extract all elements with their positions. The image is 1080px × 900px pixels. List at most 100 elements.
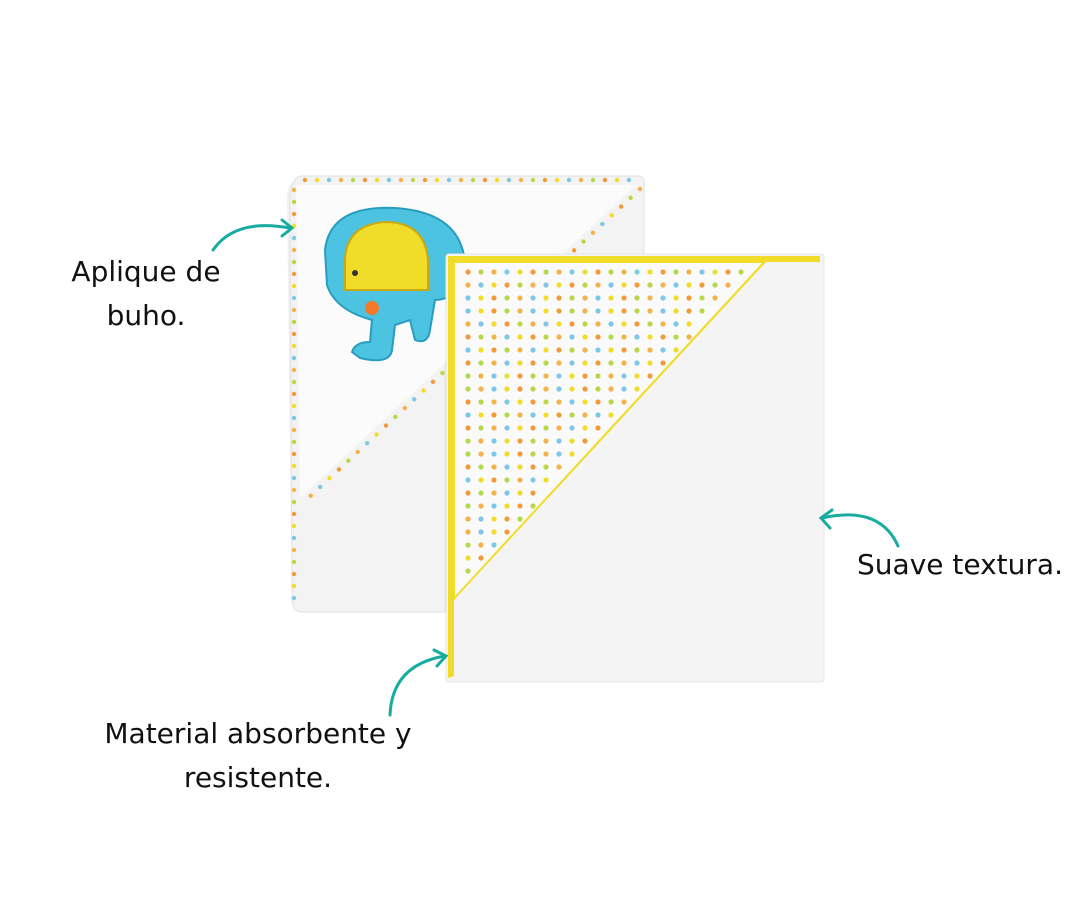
- polka-dot: [491, 321, 497, 327]
- polka-dot: [543, 386, 549, 392]
- trim-dot: [350, 177, 356, 183]
- polka-dot: [491, 282, 497, 288]
- polka-dot: [621, 334, 627, 340]
- polka-dot: [491, 477, 497, 483]
- polka-dot: [465, 347, 471, 353]
- polka-dot: [556, 425, 562, 431]
- polka-dot: [595, 412, 601, 418]
- polka-dot: [530, 269, 536, 275]
- polka-dot: [478, 399, 484, 405]
- polka-dot: [569, 308, 575, 314]
- polka-dot: [712, 282, 718, 288]
- polka-dot: [608, 334, 614, 340]
- trim-dot: [291, 319, 297, 325]
- trim-dot: [291, 547, 297, 553]
- polka-dot: [673, 269, 679, 275]
- trim-dot: [410, 177, 416, 183]
- polka-dot: [504, 373, 510, 379]
- polka-dot: [582, 360, 588, 366]
- polka-dot: [504, 425, 510, 431]
- polka-dot: [491, 360, 497, 366]
- polka-dot: [465, 529, 471, 535]
- trim-dot: [327, 476, 332, 481]
- trim-dot: [317, 484, 323, 490]
- polka-dot: [517, 295, 523, 301]
- annotation-applique: Aplique de buho.: [46, 250, 246, 338]
- annotation-material: Material absorbente y resistente.: [68, 712, 448, 800]
- polka-dot: [660, 347, 666, 353]
- trim-dot: [374, 177, 380, 183]
- polka-dot: [569, 438, 575, 444]
- polka-dot: [517, 477, 523, 483]
- trim-dot: [402, 405, 407, 411]
- trim-dot: [421, 388, 426, 393]
- polka-dot: [504, 477, 510, 483]
- polka-dot: [660, 334, 666, 340]
- polka-dot: [543, 282, 549, 288]
- polka-dot: [465, 425, 471, 431]
- polka-dot: [556, 334, 562, 340]
- polka-dot: [543, 373, 549, 379]
- polka-dot: [556, 451, 562, 457]
- polka-dot: [647, 295, 653, 301]
- polka-dot: [608, 308, 614, 314]
- polka-dot: [556, 347, 562, 353]
- polka-dot: [478, 529, 484, 535]
- annotation-texture: Suave textura.: [840, 543, 1080, 587]
- polka-dot: [517, 399, 523, 405]
- polka-dot: [465, 282, 471, 288]
- polka-dot: [569, 386, 575, 392]
- polka-dot: [595, 386, 601, 392]
- polka-dot: [517, 347, 523, 353]
- polka-dot: [491, 425, 497, 431]
- polka-dot: [608, 295, 614, 301]
- polka-dot: [465, 555, 471, 561]
- trim-dot: [291, 343, 297, 349]
- trim-dot: [566, 177, 572, 183]
- trim-dot: [302, 177, 308, 183]
- polka-dot: [660, 295, 666, 301]
- trim-dot: [355, 449, 360, 455]
- polka-dot: [595, 360, 601, 366]
- polka-dot: [699, 282, 705, 288]
- polka-dot: [634, 308, 640, 314]
- polka-dot: [621, 360, 627, 366]
- polka-dot: [530, 308, 536, 314]
- polka-dot: [530, 373, 536, 379]
- polka-dot: [517, 516, 523, 522]
- polka-dot: [491, 464, 497, 470]
- elephant-applique: [323, 206, 478, 362]
- polka-dot: [608, 373, 614, 379]
- polka-dot: [478, 373, 484, 379]
- polka-dot: [686, 295, 692, 301]
- trim-dot: [422, 177, 428, 183]
- polka-dot: [465, 269, 471, 275]
- polka-dot: [504, 321, 510, 327]
- trim-dot: [291, 367, 297, 373]
- trim-dot: [614, 177, 620, 183]
- trim-dot: [291, 475, 297, 481]
- trim-dot: [291, 499, 297, 505]
- trim-dot: [291, 535, 297, 541]
- polka-dot: [582, 295, 588, 301]
- polka-dot: [504, 399, 510, 405]
- trim-dot: [482, 177, 488, 183]
- polka-dot: [491, 516, 497, 522]
- polka-dot: [530, 360, 536, 366]
- polka-dot: [686, 308, 692, 314]
- polka-dot: [556, 399, 562, 405]
- polka-dot: [504, 308, 510, 314]
- polka-dot: [465, 542, 471, 548]
- polka-dot: [595, 425, 601, 431]
- trim-dot: [628, 195, 633, 200]
- polka-dot: [478, 295, 484, 301]
- polka-dot: [556, 438, 562, 444]
- polka-dot: [478, 321, 484, 327]
- polka-dot: [647, 321, 653, 327]
- trim-dot: [383, 423, 389, 428]
- polka-dot: [673, 334, 679, 340]
- polka-dot: [465, 490, 471, 496]
- polka-dot: [595, 282, 601, 288]
- polka-dot: [595, 373, 601, 379]
- polka-dot: [530, 464, 536, 470]
